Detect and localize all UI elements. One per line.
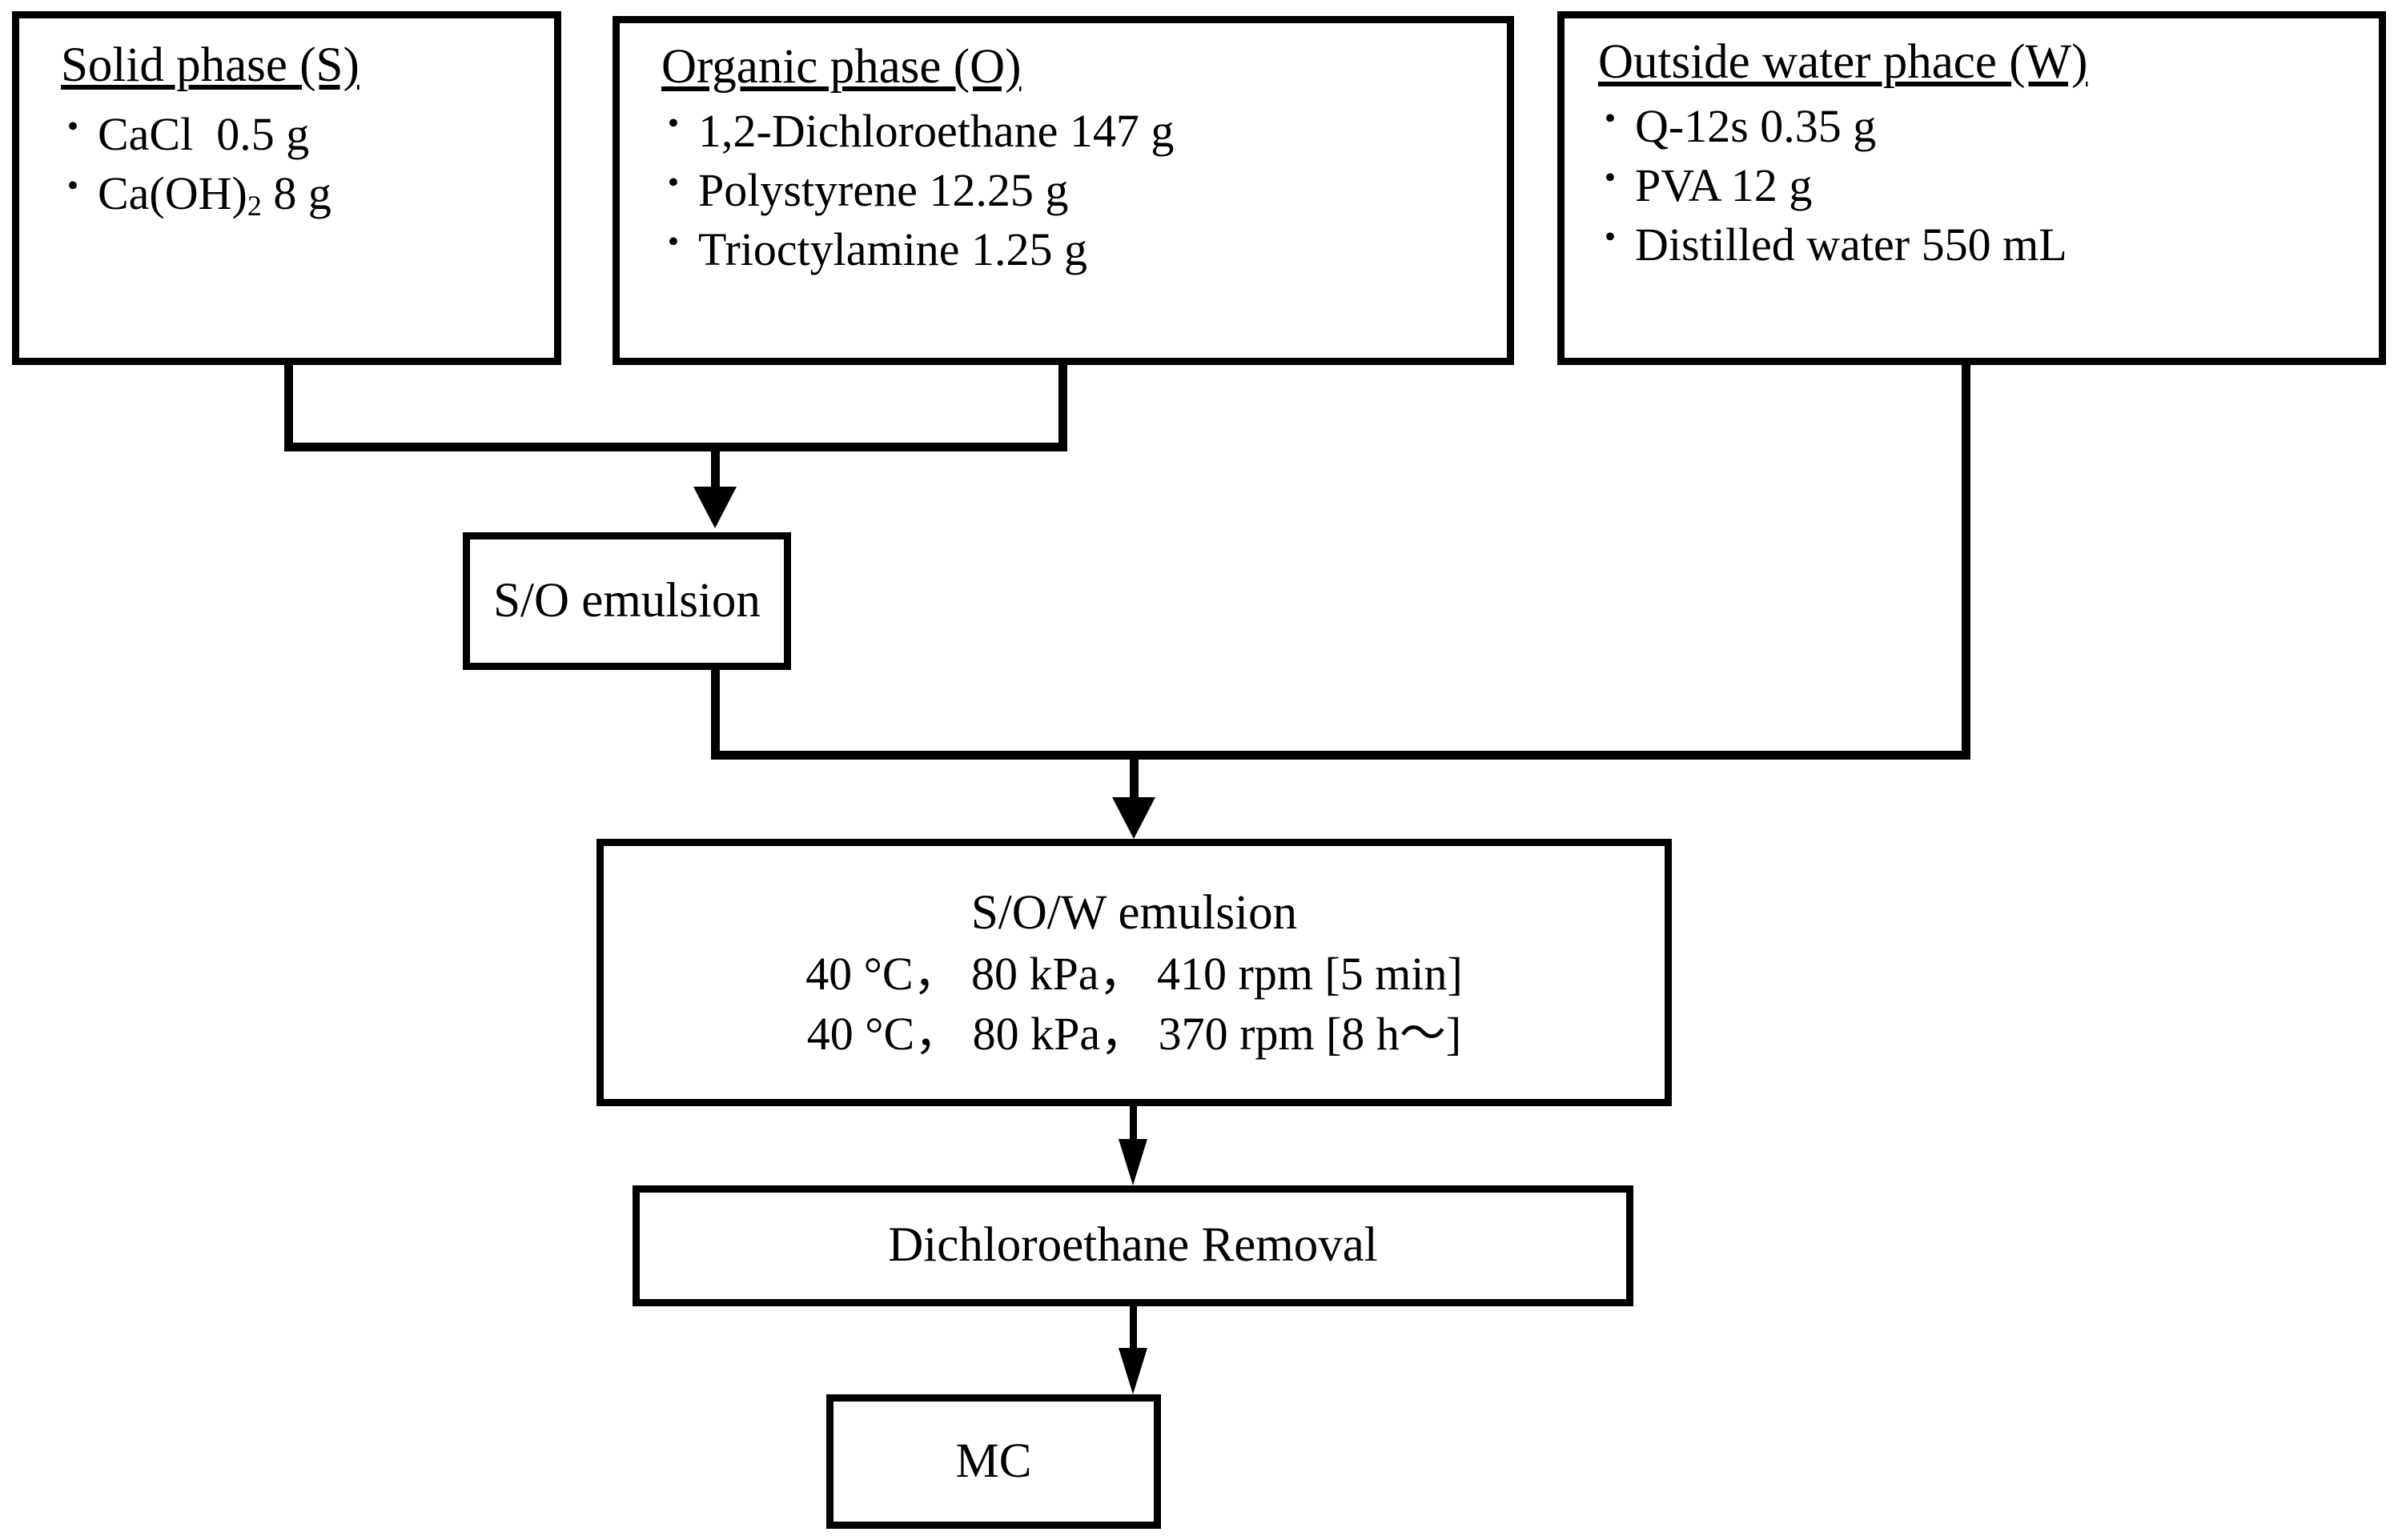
- connector-mc-line: [1130, 1306, 1137, 1351]
- connector-outside-water-drop: [1962, 365, 1970, 756]
- box-so-emulsion-title: S/O emulsion: [493, 573, 761, 628]
- box-organic-phase-heading: Organic phase (O): [661, 40, 1022, 94]
- arrowhead-so-emulsion: [693, 487, 737, 528]
- connector-so-drop: [711, 443, 720, 491]
- list-item: Trioctylamine 1.25 g: [655, 220, 1507, 279]
- box-organic-phase: Organic phase (O) 1,2-Dichloroethane 147…: [613, 16, 1514, 365]
- box-sow-emulsion-condition-1: 40 °C， 80 kPa， 410 rpm [5 min]: [805, 947, 1463, 1000]
- chemical-name: Distilled water: [1635, 219, 1910, 271]
- box-solid-phase: Solid phase (S) CaCl 0.5 g Ca(OH)2 8 g: [12, 11, 561, 365]
- chemical-name: Polystyrene: [698, 164, 918, 217]
- chemical-name: PVA: [1635, 159, 1720, 212]
- box-sow-emulsion-title: S/O/W emulsion: [970, 886, 1298, 940]
- chemical-amount-value: 0.35 g: [1760, 99, 1877, 152]
- chemical-name: Trioctylamine: [698, 223, 960, 276]
- box-organic-phase-list: 1,2-Dichloroethane 147 g Polystyrene 12.…: [655, 102, 1507, 280]
- chemical-name: 1,2-Dichloroethane: [698, 104, 1058, 157]
- chemical-name: CaCl: [98, 107, 194, 160]
- box-outside-water-phase-list: Q-12s 0.35 g PVA 12 g Distilled water 55…: [1592, 97, 2379, 275]
- box-solid-phase-heading: Solid phase (S): [61, 38, 360, 92]
- list-item: Distilled water 550 mL: [1592, 215, 2379, 275]
- list-item: CaCl 0.5 g: [54, 105, 554, 164]
- box-outside-water-phase: Outside water phace (W) Q-12s 0.35 g PVA…: [1557, 11, 2386, 365]
- list-item: PVA 12 g: [1592, 156, 2379, 215]
- box-mc-title: MC: [955, 1434, 1032, 1488]
- connector-so-merge-bar: [284, 443, 1067, 451]
- chemical-name: Q-12s: [1635, 99, 1749, 152]
- connector-sow-drop: [1130, 751, 1139, 800]
- box-dichloroethane-removal: Dichloroethane Removal: [633, 1185, 1633, 1306]
- box-solid-phase-list: CaCl 0.5 g Ca(OH)2 8 g: [54, 105, 554, 224]
- arrowhead-mc: [1119, 1348, 1147, 1394]
- box-outside-water-phase-heading: Outside water phace (W): [1598, 35, 2088, 89]
- chemical-amount-value: 1.25 g: [971, 223, 1088, 276]
- arrowhead-sow-emulsion: [1112, 797, 1155, 839]
- chemical-amount-value: 0.5 g: [216, 107, 310, 160]
- box-mc: MC: [826, 1394, 1161, 1529]
- list-item: Polystyrene 12.25 g: [655, 161, 1507, 220]
- list-item: Q-12s 0.35 g: [1592, 97, 2379, 156]
- chemical-subscript: 2: [247, 190, 262, 223]
- chemical-amount-value: 550 mL: [1921, 219, 2067, 271]
- box-sow-emulsion: S/O/W emulsion 40 °C， 80 kPa， 410 rpm [5…: [596, 839, 1672, 1106]
- connector-solid-phase-stub: [284, 365, 293, 448]
- chemical-amount: [205, 108, 217, 160]
- connector-removal-line: [1130, 1106, 1137, 1142]
- list-item: 1,2-Dichloroethane 147 g: [655, 102, 1507, 161]
- chemical-amount-value: 147 g: [1069, 104, 1175, 157]
- box-dichloroethane-removal-title: Dichloroethane Removal: [888, 1218, 1378, 1273]
- arrowhead-dichloroethane-removal: [1119, 1139, 1147, 1185]
- box-so-emulsion: S/O emulsion: [463, 532, 791, 670]
- chemical-amount-value: 12.25 g: [929, 164, 1069, 217]
- connector-so-emulsion-stub: [711, 670, 720, 756]
- connector-organic-phase-stub: [1058, 365, 1067, 448]
- list-item: Ca(OH)2 8 g: [54, 164, 554, 224]
- chemical-amount-value: 8 g: [273, 167, 331, 220]
- box-sow-emulsion-condition-2: 40 °C， 80 kPa， 370 rpm [8 h～]: [806, 1008, 1462, 1061]
- connector-sow-merge-bar: [711, 751, 1970, 760]
- chemical-name: Ca(OH): [98, 167, 247, 220]
- chemical-amount-value: 12 g: [1730, 159, 1813, 212]
